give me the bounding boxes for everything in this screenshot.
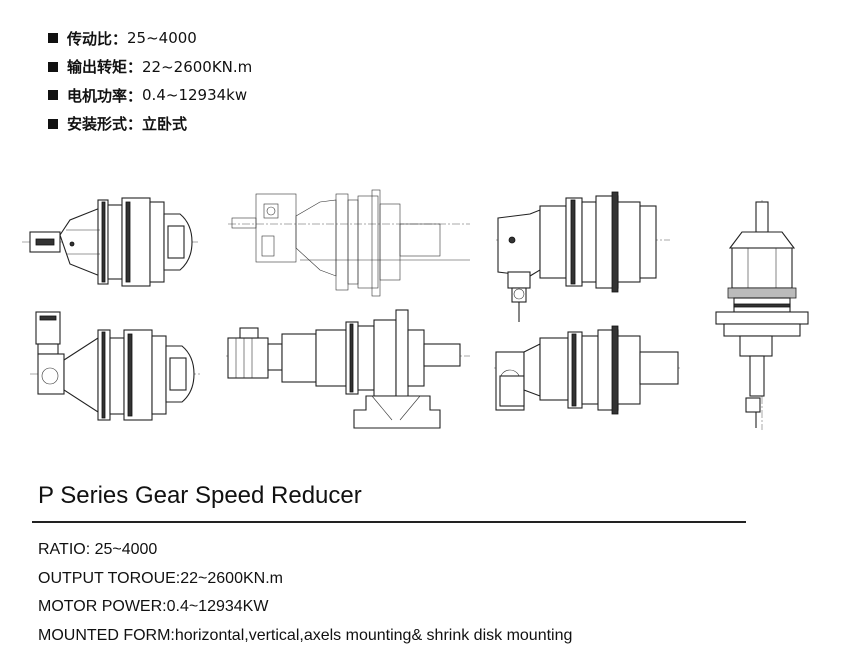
cn-spec-torque: 输出转矩： 22~2600KN.m <box>48 53 252 82</box>
en-spec-ratio: RATIO: 25~4000 <box>38 541 158 558</box>
cn-spec-value: 0.4~12934kw <box>142 86 248 105</box>
cn-spec-power: 电机功率： 0.4~12934kw <box>48 81 252 110</box>
cn-spec-value: 立卧式 <box>142 115 188 134</box>
bullet-square-icon <box>48 90 58 101</box>
reducer-drawing-3 <box>496 191 670 322</box>
reducer-drawing-4 <box>715 200 809 430</box>
en-spec-power: MOTOR POWER:0.4~12934KW <box>38 598 269 615</box>
bullet-square-icon <box>48 33 58 44</box>
title-divider <box>32 521 746 523</box>
cn-spec-mounting: 安装形式： 立卧式 <box>48 110 252 139</box>
chinese-spec-list: 传动比： 25~4000 输出转矩： 22~2600KN.m 电机功率： 0.4… <box>48 24 252 138</box>
gear-reducer-drawings <box>0 180 846 440</box>
bullet-square-icon <box>48 61 58 72</box>
reducer-drawing-7 <box>494 325 680 415</box>
reducer-drawing-5 <box>30 311 200 421</box>
english-spec-list: RATIO: 25~4000 OUTPUT TOROUE:22~2600KN.m… <box>38 536 572 650</box>
en-spec-mounting: MOUNTED FORM:horizontal,vertical,axels m… <box>38 626 573 644</box>
cn-spec-value: 25~4000 <box>127 29 197 48</box>
cn-spec-label: 电机功率： <box>67 86 143 105</box>
en-spec-torque: OUTPUT TOROUE:22~2600KN.m <box>38 569 283 587</box>
bullet-square-icon <box>48 118 58 129</box>
cn-spec-label: 安装形式： <box>67 115 143 134</box>
reducer-drawing-6 <box>226 309 470 429</box>
cn-spec-label: 传动比： <box>67 29 128 48</box>
cn-spec-value: 22~2600KN.m <box>142 57 253 76</box>
cn-spec-label: 输出转矩： <box>67 58 143 77</box>
page-title: P Series Gear Speed Reducer <box>38 482 362 509</box>
reducer-drawing-2 <box>228 189 470 297</box>
cn-spec-ratio: 传动比： 25~4000 <box>48 24 252 53</box>
reducer-drawing-1 <box>22 197 200 287</box>
